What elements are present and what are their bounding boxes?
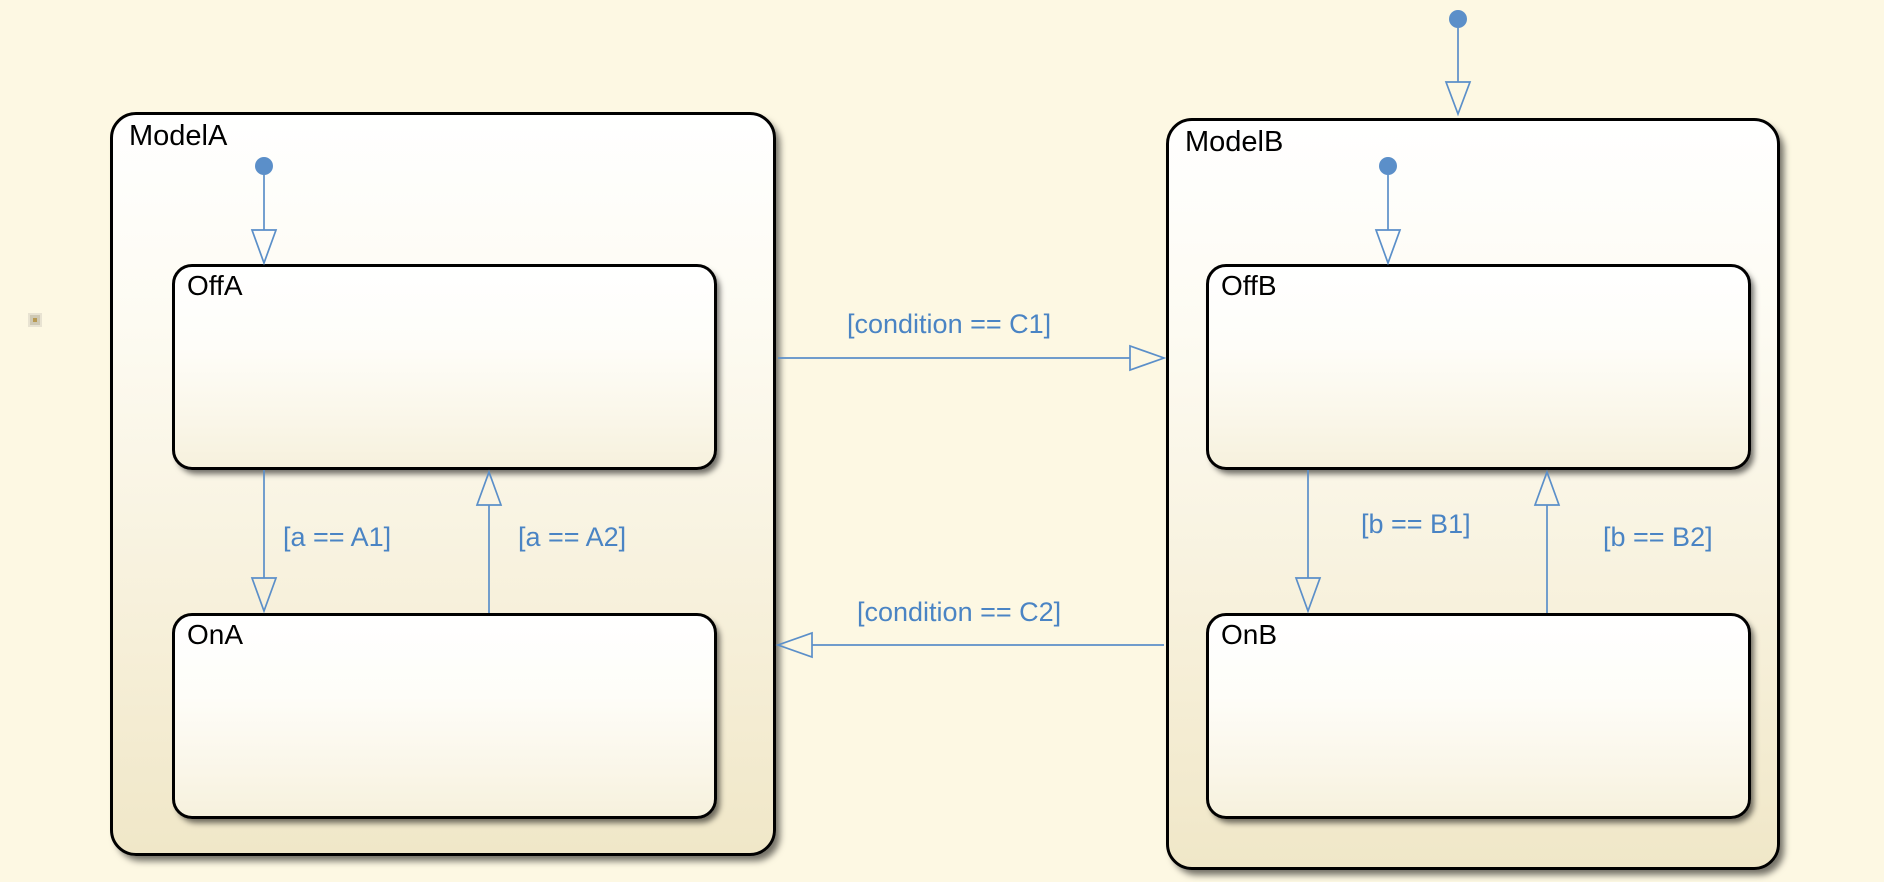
state-onB[interactable]: OnB <box>1206 613 1751 819</box>
superstate-modelA-label: ModelA <box>129 120 228 152</box>
state-offA[interactable]: OffA <box>172 264 717 470</box>
transition-modelB-to-modelA <box>775 631 1164 659</box>
state-offA-label: OffA <box>187 270 243 301</box>
state-offB[interactable]: OffB <box>1206 264 1751 470</box>
state-offB-label: OffB <box>1221 270 1277 301</box>
state-onB-label: OnB <box>1221 619 1278 650</box>
canvas-marker-icon <box>28 313 42 327</box>
transition-label-a-A1[interactable]: [a == A1] <box>283 522 392 552</box>
transition-label-condition-C1[interactable]: [condition == C1] <box>847 309 1052 339</box>
transition-label-b-B2[interactable]: [b == B2] <box>1603 522 1713 552</box>
transition-label-condition-C2[interactable]: [condition == C2] <box>857 597 1062 627</box>
transition-default-into-modelB <box>1444 10 1472 117</box>
transition-label-b-B1[interactable]: [b == B1] <box>1361 509 1471 539</box>
state-onA-label: OnA <box>187 619 244 650</box>
superstate-modelB-label: ModelB <box>1185 126 1284 158</box>
transition-modelA-to-modelB <box>778 344 1167 372</box>
transition-label-a-A2[interactable]: [a == A2] <box>518 522 627 552</box>
state-onA[interactable]: OnA <box>172 613 717 819</box>
